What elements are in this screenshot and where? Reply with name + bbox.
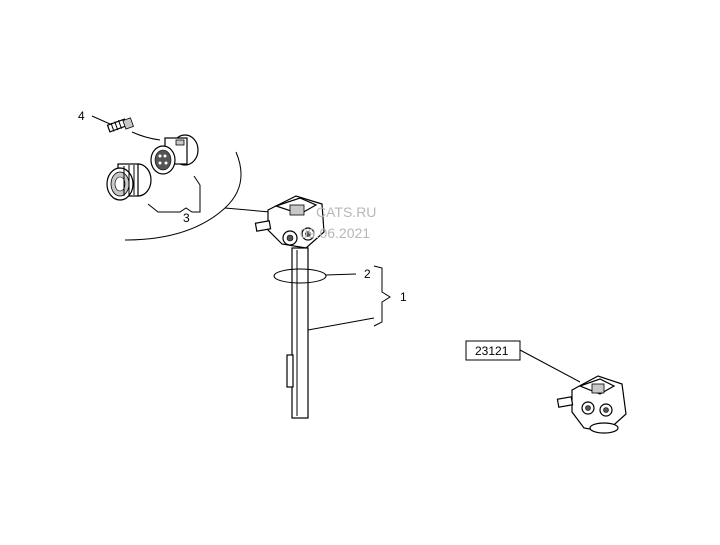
leader-4 [91,115,111,125]
watermark-line-2: 09.06.2021 [300,225,370,241]
sensor-head [254,195,325,249]
leader-2 [325,273,357,276]
screw-to-connector-line [131,131,161,141]
sensor-head-reference [556,375,627,434]
leader-1-tube [307,317,375,331]
screw-part-4 [106,117,134,133]
watermark-line-1: CATS.RU [316,204,376,220]
o-ring-part-2 [273,268,327,284]
connector-nut [106,163,152,201]
callout-1: 1 [400,290,407,304]
sensor-tube [286,247,309,419]
connector-plug [150,134,199,175]
callout-4: 4 [78,109,85,123]
callout-2: 2 [364,267,371,281]
callout-3: 3 [183,211,190,225]
bracket-1 [373,265,391,327]
reference-leader [519,349,581,383]
detail-arc [124,151,242,241]
detail-leader [224,207,271,213]
bracket-3 [147,185,201,213]
reference-box-label: 23121 [475,344,509,358]
